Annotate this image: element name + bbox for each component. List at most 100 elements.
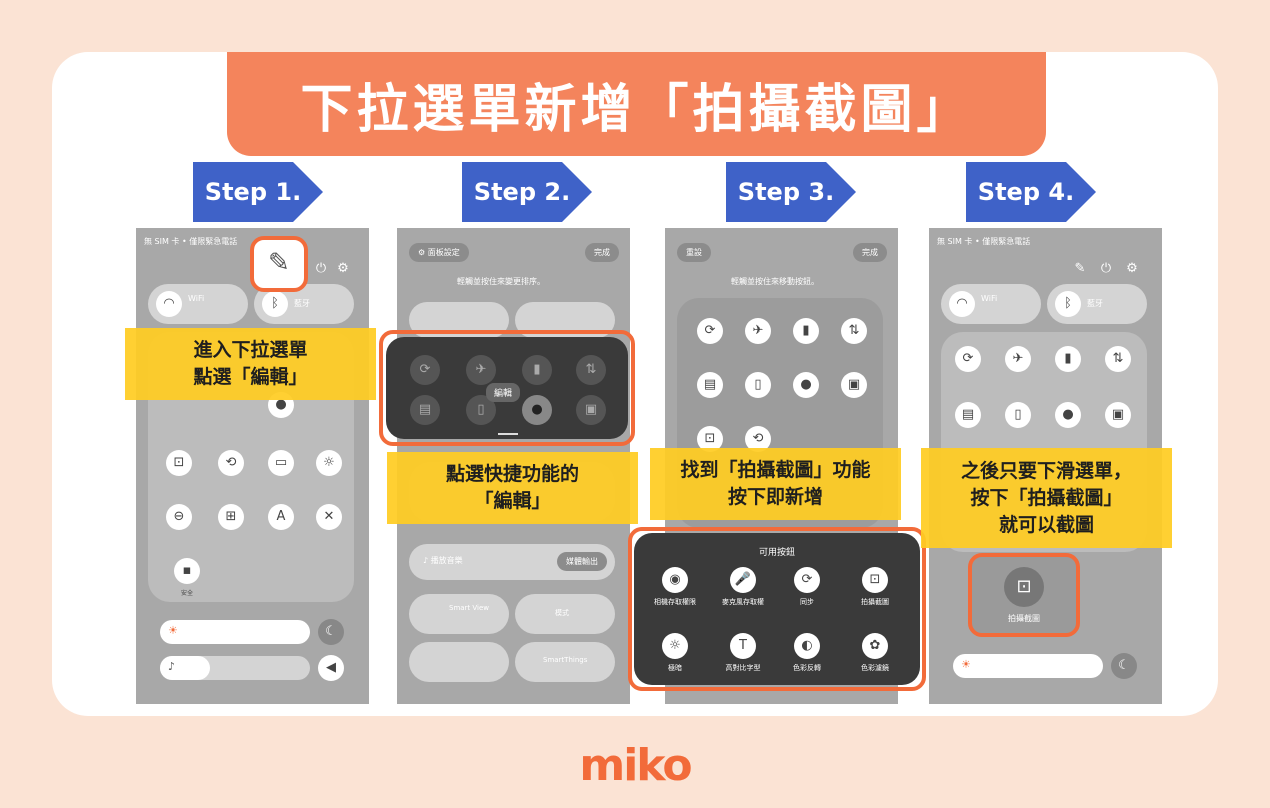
data-icon[interactable]: ⇅ (1105, 346, 1131, 372)
speaker-icon[interactable]: ◀ (318, 655, 344, 681)
nfc-icon[interactable]: ▤ (697, 372, 723, 398)
windows-icon[interactable]: ▣ (1105, 402, 1131, 428)
screenshot-icon[interactable]: ⊡ (862, 567, 888, 593)
camera-icon[interactable]: ◉ (662, 567, 688, 593)
move-hint: 輕觸並按住來移動按鈕。 (731, 277, 819, 286)
step-2-note-line-1: 點選快捷功能的 (445, 463, 579, 485)
touch-icon[interactable]: ✕ (316, 504, 342, 530)
location-icon[interactable]: ● (1055, 402, 1081, 428)
location-icon[interactable]: ● (522, 395, 552, 425)
quick-buttons-highlight (379, 330, 635, 446)
volume-slider[interactable]: ♪ (160, 656, 310, 680)
rotate-icon[interactable]: ⟳ (410, 355, 440, 385)
screenshot-label: 拍攝截圖 (861, 598, 889, 606)
step-3-note: 找到「拍攝截圖」功能 按下即新增 (650, 448, 901, 520)
bluetooth-icon: ᛒ (262, 291, 288, 317)
pencil-icon[interactable]: ✎ (268, 248, 290, 278)
high-contrast-font-icon[interactable]: T (730, 633, 756, 659)
flashlight-icon[interactable]: ▮ (793, 318, 819, 344)
wifi-icon: ◠ (949, 291, 975, 317)
music-row[interactable]: ♪ 播放音樂 媒體輸出 (409, 544, 615, 580)
gear-icon[interactable]: ⚙ (337, 261, 349, 276)
step-1-note-line-1: 進入下拉選單 (193, 339, 308, 361)
secure-folder-icon[interactable]: ▪ (174, 558, 200, 584)
color-filter-label: 色彩濾鏡 (861, 664, 889, 672)
extra-dim-label: 極暗 (668, 664, 682, 672)
brightness-slider[interactable]: ☀ (160, 620, 310, 644)
airplane-icon[interactable]: ✈ (1005, 346, 1031, 372)
step-1-arrow: Step 1. (193, 162, 323, 222)
wifi-icon: ◠ (156, 291, 182, 317)
wifi-toggle[interactable]: ◠ WiFi (941, 284, 1041, 324)
done-button[interactable]: 完成 (853, 243, 887, 262)
data-icon[interactable]: ⇅ (576, 355, 606, 385)
mode-tile[interactable]: 模式 (515, 594, 615, 634)
smartthings-tile[interactable]: SmartThings (515, 642, 615, 682)
wifi-label: WiFi (981, 294, 998, 303)
rotate-icon[interactable]: ⟳ (955, 346, 981, 372)
nfc-icon[interactable]: ▤ (955, 402, 981, 428)
sync-icon[interactable]: ⟳ (794, 567, 820, 593)
moon-icon[interactable]: ☾ (318, 619, 344, 645)
wifi-label: WiFi (188, 294, 205, 303)
play-music-label: ♪ 播放音樂 (423, 556, 463, 565)
tile-icon-a[interactable]: ⊖ (166, 504, 192, 530)
screen-recorder-icon[interactable]: ⊡ (697, 426, 723, 452)
windows-icon[interactable]: ▣ (841, 372, 867, 398)
reset-button[interactable]: 重設 (677, 243, 711, 262)
screenshot-tile-highlight[interactable]: ⊡ 拍攝截圖 (968, 553, 1080, 637)
location-icon[interactable]: ● (793, 372, 819, 398)
dex-icon[interactable]: ▭ (268, 450, 294, 476)
quick-share-icon[interactable]: ⟲ (745, 426, 771, 452)
step-1-note-line-2: 點選「編輯」 (193, 366, 308, 388)
available-buttons-title: 可用按鈕 (758, 548, 795, 558)
bluetooth-toggle[interactable]: ᛒ 藍牙 (1047, 284, 1147, 324)
page-title: 下拉選單新增「拍攝截圖」 (227, 52, 1046, 156)
airplane-icon[interactable]: ✈ (745, 318, 771, 344)
mode-label: 模式 (555, 609, 569, 617)
translate-icon[interactable]: A (268, 504, 294, 530)
quick-share-icon[interactable]: ⟲ (218, 450, 244, 476)
gear-icon: ⚙ (418, 248, 428, 257)
rotate-icon[interactable]: ⟳ (697, 318, 723, 344)
pencil-icon[interactable]: ✎ (1074, 261, 1086, 276)
step-3-label: Step 3. (737, 178, 835, 206)
gear-icon[interactable]: ⚙ (1126, 261, 1138, 276)
battery-icon[interactable]: ▯ (745, 372, 771, 398)
moon-icon[interactable]: ☾ (1111, 653, 1137, 679)
brightness-slider[interactable]: ☀ (953, 654, 1103, 678)
step-3-note-line-1: 找到「拍攝截圖」功能 (680, 459, 871, 481)
screen-recorder-icon[interactable]: ⊡ (166, 450, 192, 476)
step-4-note-line-1: 之後只要下滑選單， (960, 459, 1132, 482)
microphone-label: 麥克風存取權 (722, 598, 764, 606)
flashlight-icon[interactable]: ▮ (522, 355, 552, 385)
media-output-button[interactable]: 媒體輸出 (557, 552, 607, 571)
done-button[interactable]: 完成 (585, 243, 619, 262)
flashlight-icon[interactable]: ▮ (1055, 346, 1081, 372)
dark-mode-icon[interactable]: ☼ (316, 450, 342, 476)
bluetooth-icon: ᛒ (1055, 291, 1081, 317)
data-icon[interactable]: ⇅ (841, 318, 867, 344)
edit-badge[interactable]: 編輯 (486, 383, 521, 402)
airplane-icon[interactable]: ✈ (466, 355, 496, 385)
panel-settings-button[interactable]: ⚙ 面板設定 (409, 243, 469, 262)
smart-view-label: Smart View (449, 604, 490, 612)
battery-icon[interactable]: ▯ (1005, 402, 1031, 428)
power-icon[interactable]: ⏻ (315, 261, 327, 276)
extra-dim-icon[interactable]: ☼ (662, 633, 688, 659)
bluetooth-label: 藍牙 (1087, 299, 1103, 308)
microphone-icon[interactable]: 🎤 (730, 567, 756, 593)
nfc-icon[interactable]: ▤ (410, 395, 440, 425)
edit-pencil-highlight: ✎ (250, 236, 308, 292)
smart-view-tile[interactable]: Smart View (409, 594, 509, 634)
power-icon[interactable]: ⏻ (1100, 261, 1112, 276)
color-inversion-icon[interactable]: ◐ (794, 633, 820, 659)
wifi-toggle[interactable]: ◠ WiFi (148, 284, 248, 324)
windows-icon[interactable]: ▣ (576, 395, 606, 425)
qr-icon[interactable]: ⊞ (218, 504, 244, 530)
sync-label: 同步 (800, 598, 814, 606)
tile-bottom-left[interactable] (409, 642, 509, 682)
color-filter-icon[interactable]: ✿ (862, 633, 888, 659)
screenshot-icon: ⊡ (1004, 567, 1044, 607)
reorder-hint: 輕觸並按住來變更排序。 (457, 277, 545, 286)
